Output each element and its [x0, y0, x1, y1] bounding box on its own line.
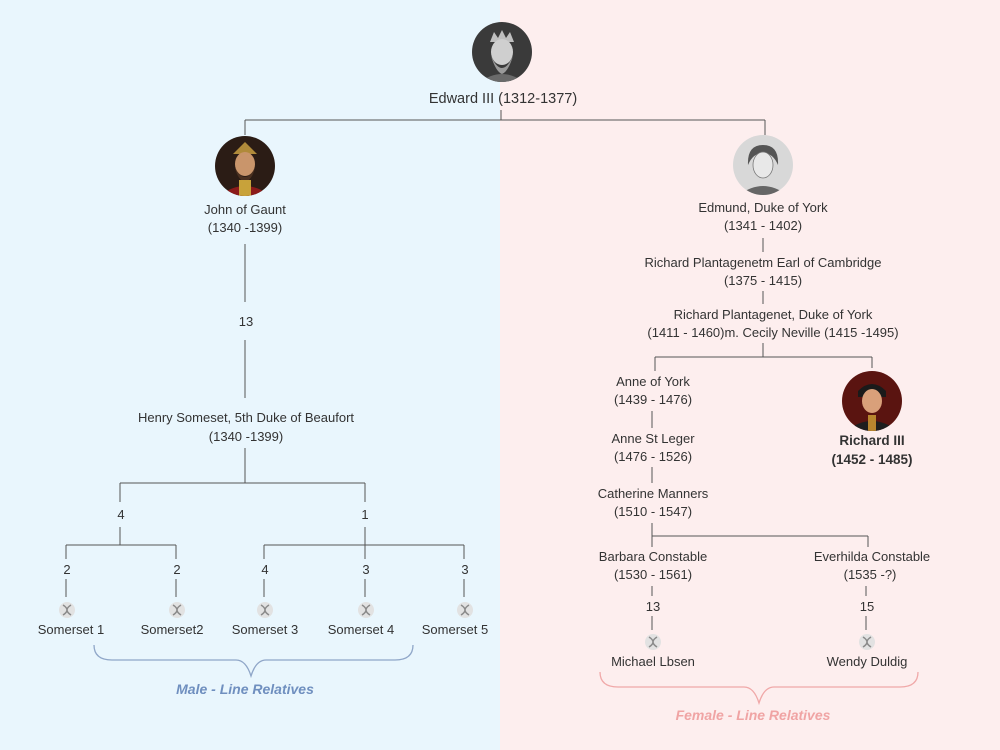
node-somerset-3: Somerset 3: [231, 622, 299, 637]
node-henry-someset-dates: (1340 -1399): [208, 429, 284, 444]
female-line-panel: [500, 0, 1000, 750]
generation-count-barbara: 13: [645, 599, 661, 614]
node-richard-cambridge-name: Richard Plantagenetm Earl of Cambridge: [644, 255, 882, 270]
node-richard-york-name: Richard Plantagenet, Duke of York: [673, 307, 873, 322]
node-catherine-manners-name: Catherine Manners: [597, 486, 709, 501]
node-somerset-2: Somerset2: [140, 622, 204, 637]
generation-count-group-b: 1: [361, 507, 369, 522]
dna-icon: [457, 602, 473, 618]
dna-icon: [358, 602, 374, 618]
dna-icon: [169, 602, 185, 618]
generation-count-somerset-5: 3: [461, 562, 469, 577]
female-line-caption: Female - Line Relatives: [675, 707, 831, 723]
generation-count-somerset-2: 2: [173, 562, 181, 577]
node-everhilda-constable-name: Everhilda Constable: [813, 549, 931, 564]
node-edmund-dates: (1341 - 1402): [723, 218, 803, 233]
node-richard-iii-dates: (1452 - 1485): [831, 452, 913, 467]
generation-count-somerset-4: 3: [362, 562, 370, 577]
node-anne-st-leger-name: Anne St Leger: [611, 431, 695, 446]
node-henry-someset-name: Henry Someset, 5th Duke of Beaufort: [137, 410, 355, 425]
node-richard-cambridge-dates: (1375 - 1415): [723, 273, 803, 288]
node-richard-york-dates: (1411 - 1460)m. Cecily Neville (1415 -14…: [647, 325, 899, 340]
node-edward-iii: Edward III (1312-1377): [428, 91, 578, 107]
portrait-john-of-gaunt: [215, 136, 275, 196]
node-somerset-1: Somerset 1: [37, 622, 105, 637]
female-line-brace: [599, 671, 919, 706]
node-catherine-manners-dates: (1510 - 1547): [613, 504, 693, 519]
portrait-edmund-duke-of-york: [733, 135, 793, 195]
generation-count-gaunt-henry: 13: [238, 314, 254, 329]
node-wendy-duldig: Wendy Duldig: [826, 654, 908, 669]
node-barbara-constable-name: Barbara Constable: [598, 549, 708, 564]
male-line-brace: [93, 644, 414, 679]
portrait-richard-iii: [842, 371, 902, 431]
generation-count-group-a: 4: [117, 507, 125, 522]
node-john-of-gaunt-name: John of Gaunt: [204, 202, 286, 217]
node-edmund-name: Edmund, Duke of York: [698, 200, 828, 215]
node-barbara-constable-dates: (1530 - 1561): [613, 567, 693, 582]
portrait-edward-iii: [472, 22, 532, 82]
node-anne-of-york-name: Anne of York: [616, 374, 690, 389]
node-anne-of-york-dates: (1439 - 1476): [613, 392, 693, 407]
dna-icon: [645, 634, 661, 650]
node-anne-st-leger-dates: (1476 - 1526): [613, 449, 693, 464]
node-somerset-5: Somerset 5: [421, 622, 489, 637]
dna-icon: [257, 602, 273, 618]
dna-icon: [859, 634, 875, 650]
male-line-panel: [0, 0, 500, 750]
node-john-of-gaunt-dates: (1340 -1399): [207, 220, 283, 235]
generation-count-somerset-1: 2: [63, 562, 71, 577]
generation-count-somerset-3: 4: [261, 562, 269, 577]
node-somerset-4: Somerset 4: [327, 622, 395, 637]
male-line-caption: Male - Line Relatives: [176, 681, 314, 697]
node-michael-lbsen: Michael Lbsen: [611, 654, 695, 669]
node-richard-iii-name: Richard III: [839, 433, 905, 448]
dna-icon: [59, 602, 75, 618]
node-everhilda-constable-dates: (1535 -?): [843, 567, 897, 582]
generation-count-everhilda: 15: [859, 599, 875, 614]
